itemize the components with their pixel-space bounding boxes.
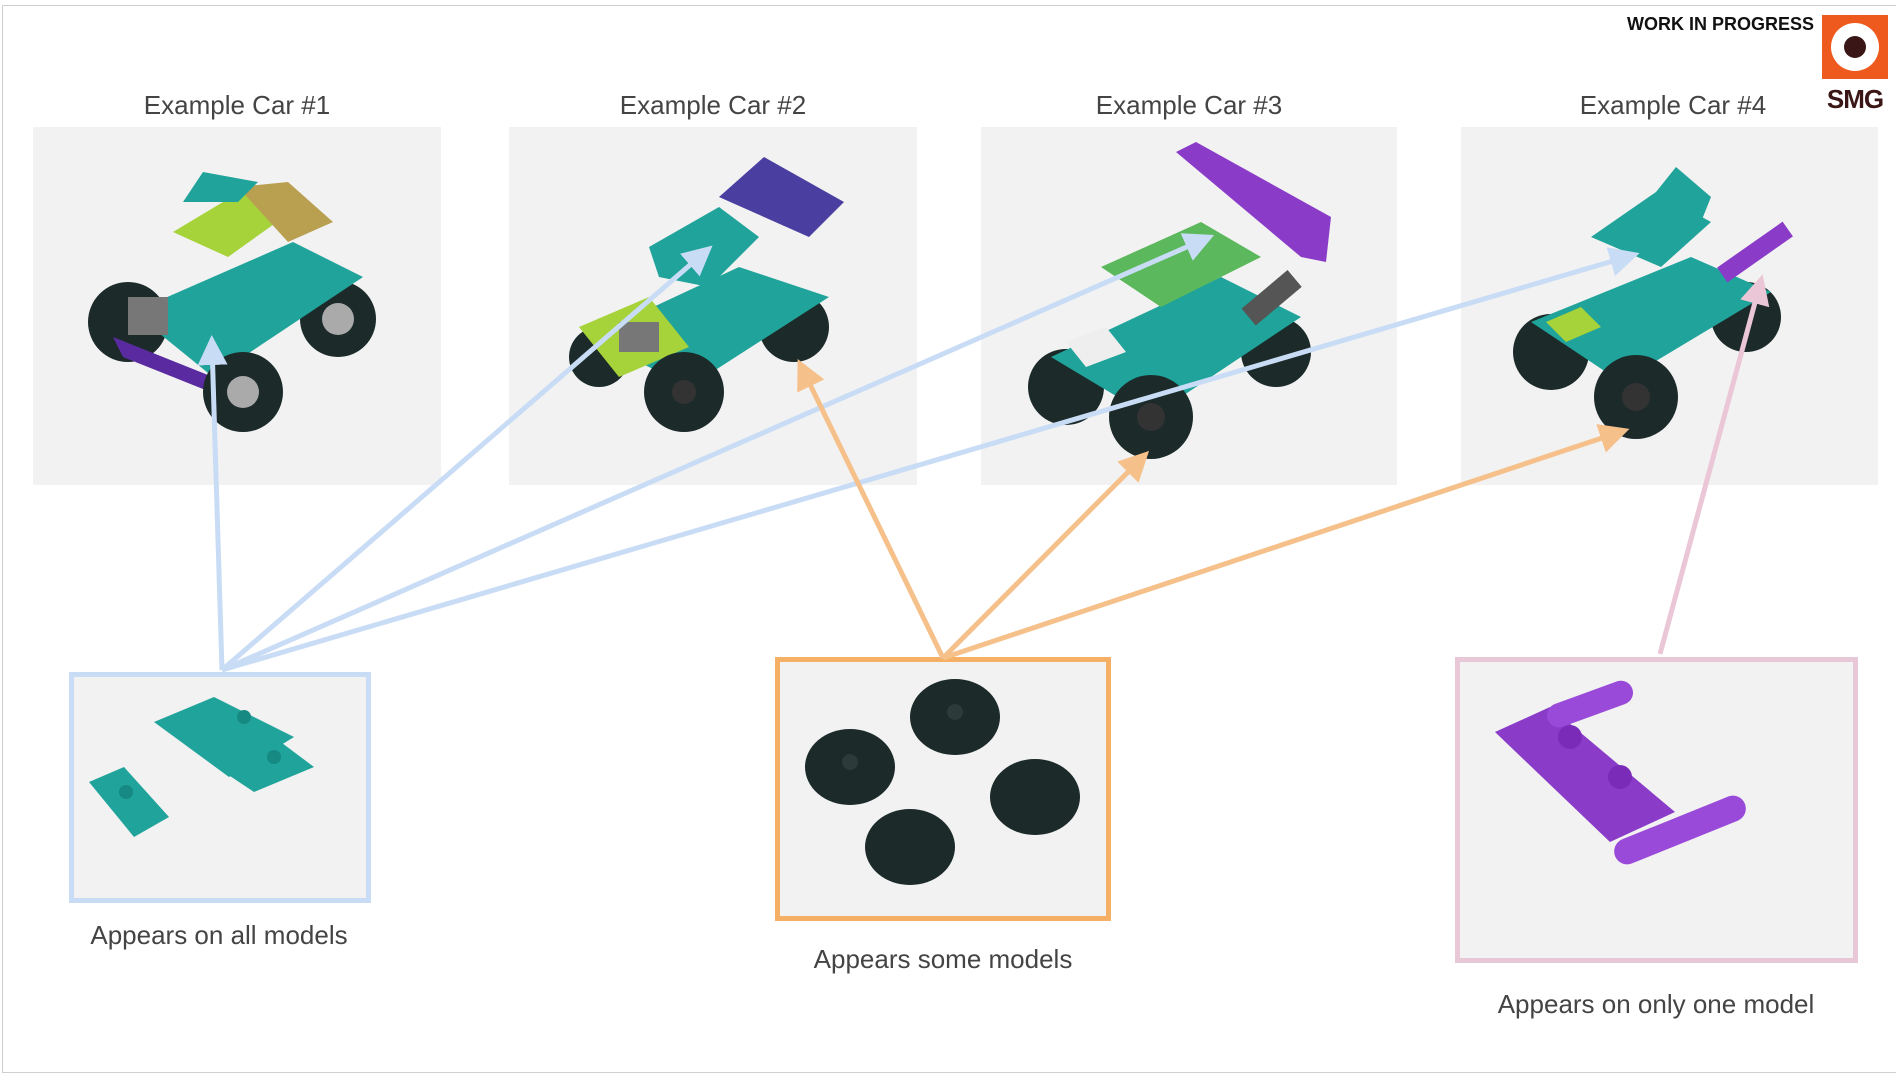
- work-in-progress-label: WORK IN PROGRESS: [1626, 14, 1814, 34]
- all-models-parts-box: [69, 672, 371, 903]
- car-2-image: [509, 127, 917, 485]
- slide-frame: [2, 5, 1896, 1073]
- some-models-parts-box: [775, 657, 1111, 921]
- car-1-title: Example Car #1: [143, 90, 331, 120]
- car-3-title: Example Car #3: [1095, 90, 1283, 120]
- all-models-caption: Appears on all models: [90, 920, 348, 950]
- car-4-image: [1461, 127, 1878, 485]
- one-model-parts-box: [1455, 657, 1858, 963]
- car-3-image: [981, 127, 1397, 485]
- one-model-caption: Appears on only one model: [1497, 989, 1815, 1019]
- logo-text: SMG: [1826, 84, 1884, 114]
- car-1-image: [33, 127, 441, 485]
- smg-logo: SMG: [1822, 15, 1888, 115]
- car-4-title: Example Car #4: [1579, 90, 1767, 120]
- some-models-caption: Appears some models: [813, 944, 1073, 974]
- car-2-title: Example Car #2: [619, 90, 807, 120]
